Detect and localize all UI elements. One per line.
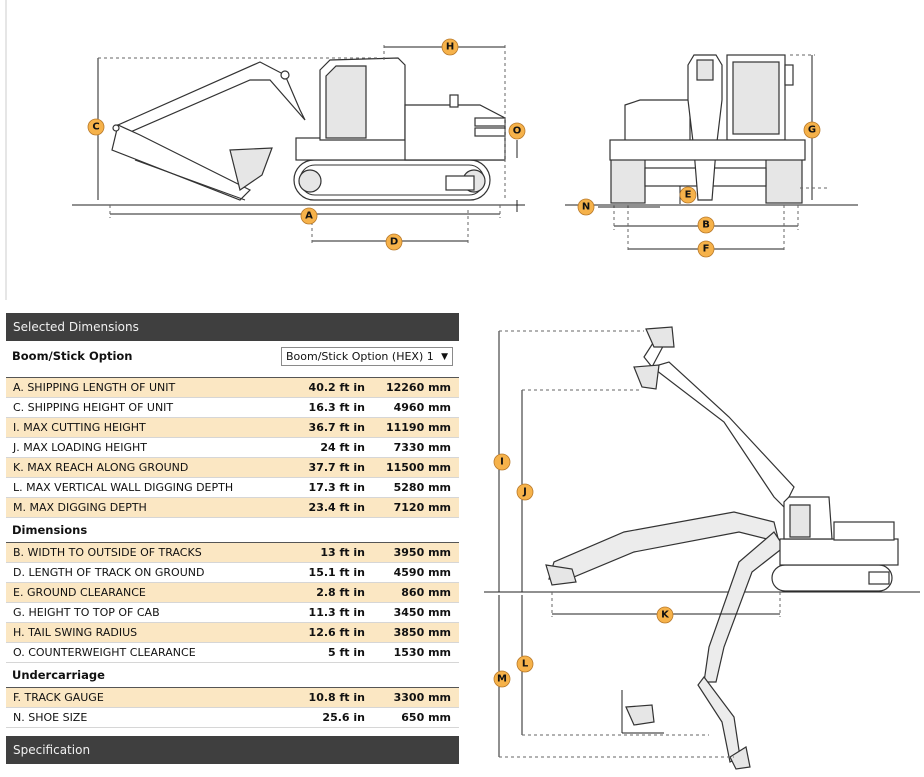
label-d: D <box>385 233 403 251</box>
excavator-side-view <box>111 57 506 201</box>
svg-text:L: L <box>522 659 529 670</box>
working-range-diagram: I J K L M <box>484 326 920 770</box>
excavator-front-view <box>609 54 806 204</box>
label-b: B <box>697 216 715 234</box>
label-g: G <box>803 121 821 139</box>
svg-text:G: G <box>808 125 816 136</box>
label-i: I <box>493 453 511 471</box>
label-e: E <box>679 186 697 204</box>
specification-header[interactable]: Specification <box>6 736 459 764</box>
svg-text:J: J <box>522 487 527 498</box>
boom-stick-row: Boom/Stick Option Boom/Stick Option (HEX… <box>6 341 459 377</box>
label-c: C <box>87 118 105 136</box>
label-h: H <box>441 38 459 56</box>
label-m: M <box>493 670 511 688</box>
svg-text:I: I <box>500 457 504 468</box>
label-n: N <box>577 198 595 216</box>
label-o: O <box>508 122 526 140</box>
selected-dimensions-header: Selected Dimensions <box>6 313 459 341</box>
selected-dimensions-panel: Selected Dimensions Boom/Stick Option Bo… <box>6 313 459 764</box>
svg-text:K: K <box>661 610 670 621</box>
label-k: K <box>656 606 674 624</box>
excavator-dimension-diagram: H C O A D G N E B F <box>5 0 858 300</box>
boom-stick-label: Boom/Stick Option <box>12 349 133 363</box>
svg-text:E: E <box>685 190 692 201</box>
svg-text:D: D <box>390 237 398 248</box>
svg-text:O: O <box>513 126 522 137</box>
undercarriage-section-title: Undercarriage <box>12 668 105 682</box>
boom-stick-select[interactable]: Boom/Stick Option (HEX) 1 ▼ <box>281 347 453 366</box>
chevron-down-icon: ▼ <box>441 352 448 362</box>
svg-text:A: A <box>305 211 313 222</box>
svg-text:N: N <box>582 202 590 213</box>
svg-text:C: C <box>92 122 99 133</box>
svg-text:H: H <box>446 42 454 53</box>
label-j: J <box>516 483 534 501</box>
dimensions-section-title: Dimensions <box>12 523 88 537</box>
boom-stick-select-value: Boom/Stick Option (HEX) 1 <box>286 350 434 363</box>
label-f: F <box>697 240 715 258</box>
label-a: A <box>300 207 318 225</box>
svg-text:F: F <box>703 244 710 255</box>
svg-text:M: M <box>497 674 507 685</box>
svg-text:B: B <box>702 220 710 231</box>
label-l: L <box>516 655 534 673</box>
